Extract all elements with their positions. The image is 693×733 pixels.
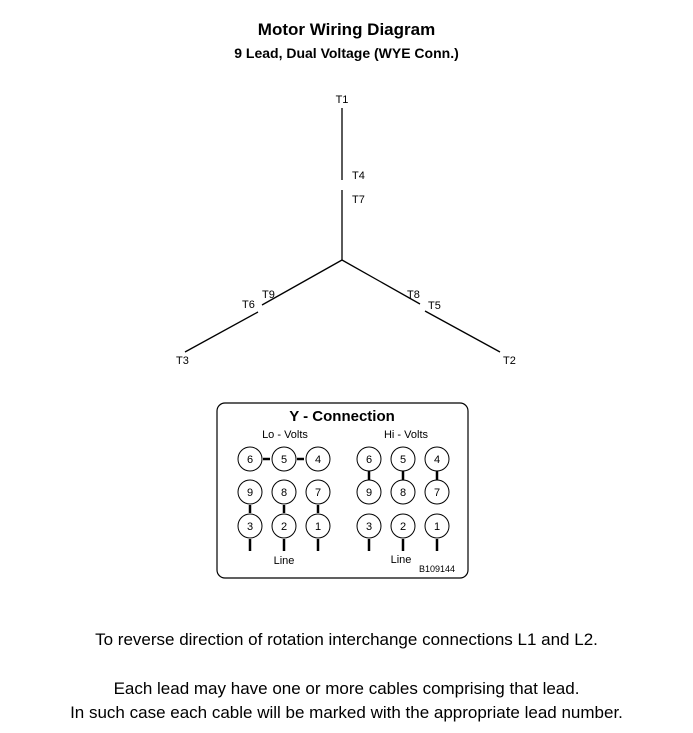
lead-label-t4: T4 <box>352 170 365 182</box>
terminal: 3 <box>237 513 263 539</box>
terminal-number: 4 <box>434 454 440 466</box>
lo-volts-line-label: Line <box>274 555 295 567</box>
terminal: 5 <box>271 446 297 472</box>
terminal: 7 <box>424 479 450 505</box>
hi-volts-line-label: Line <box>391 554 412 566</box>
lead-label-t5: T5 <box>428 300 441 312</box>
terminal: 9 <box>356 479 382 505</box>
terminal-number: 1 <box>434 521 440 533</box>
lo-volts-title: Lo - Volts <box>262 429 308 441</box>
terminal: 2 <box>271 513 297 539</box>
lo-volts-terminals: 6 5 4 9 8 7 3 2 1 <box>237 446 331 539</box>
hi-volts-jumpers <box>367 471 439 551</box>
hi-volts-title: Hi - Volts <box>384 429 429 441</box>
terminal: 6 <box>237 446 263 472</box>
terminal-number: 7 <box>315 487 321 499</box>
winding-t6-t3 <box>184 311 259 353</box>
winding-center-t8 <box>341 259 421 305</box>
connection-box-title: Y - Connection <box>289 408 395 425</box>
part-number: B109144 <box>419 564 455 574</box>
terminal-number: 2 <box>281 521 287 533</box>
diagram-title: Motor Wiring Diagram <box>257 20 436 39</box>
lead-label-t8: T8 <box>407 289 420 301</box>
reverse-rotation-note: To reverse direction of rotation interch… <box>95 630 598 649</box>
terminal-number: 5 <box>400 454 406 466</box>
terminal: 6 <box>356 446 382 472</box>
terminal-number: 7 <box>434 487 440 499</box>
winding-t5-t2 <box>424 310 501 353</box>
cables-note-line-2: In such case each cable will be marked w… <box>70 703 623 722</box>
terminal: 1 <box>305 513 331 539</box>
terminal: 8 <box>271 479 297 505</box>
lead-label-t6: T6 <box>242 299 255 311</box>
winding-center-t9 <box>261 259 343 306</box>
terminal: 8 <box>390 479 416 505</box>
terminal-number: 6 <box>366 454 372 466</box>
terminal: 9 <box>237 479 263 505</box>
lead-label-t9: T9 <box>262 289 275 301</box>
wye-schematic <box>184 108 501 353</box>
terminal: 3 <box>356 513 382 539</box>
terminal-number: 6 <box>247 454 253 466</box>
lead-label-t3: T3 <box>176 355 189 367</box>
cables-note-line-1: Each lead may have one or more cables co… <box>113 679 580 698</box>
terminal-number: 2 <box>400 521 406 533</box>
terminal-number: 3 <box>366 521 372 533</box>
terminal-number: 1 <box>315 521 321 533</box>
connection-box-frame <box>216 402 469 579</box>
terminal-number: 9 <box>247 487 253 499</box>
diagram-subtitle: 9 Lead, Dual Voltage (WYE Conn.) <box>234 45 459 61</box>
lead-label-t7: T7 <box>352 194 365 206</box>
connection-box: Y - Connection Lo - Volts Hi - Volts 6 <box>216 402 469 579</box>
terminal: 4 <box>424 446 450 472</box>
lead-label-t1: T1 <box>336 94 349 106</box>
terminal: 5 <box>390 446 416 472</box>
hi-volts-terminals: 6 5 4 9 8 7 3 2 1 <box>356 446 450 539</box>
lead-label-t2: T2 <box>503 355 516 367</box>
terminal: 2 <box>390 513 416 539</box>
terminal-number: 8 <box>400 487 406 499</box>
terminal-number: 3 <box>247 521 253 533</box>
terminal-number: 9 <box>366 487 372 499</box>
terminal: 1 <box>424 513 450 539</box>
terminal-number: 8 <box>281 487 287 499</box>
lo-volts-jumpers <box>248 457 320 551</box>
terminal-number: 4 <box>315 454 321 466</box>
terminal: 7 <box>305 479 331 505</box>
terminal: 4 <box>305 446 331 472</box>
terminal-number: 5 <box>281 454 287 466</box>
